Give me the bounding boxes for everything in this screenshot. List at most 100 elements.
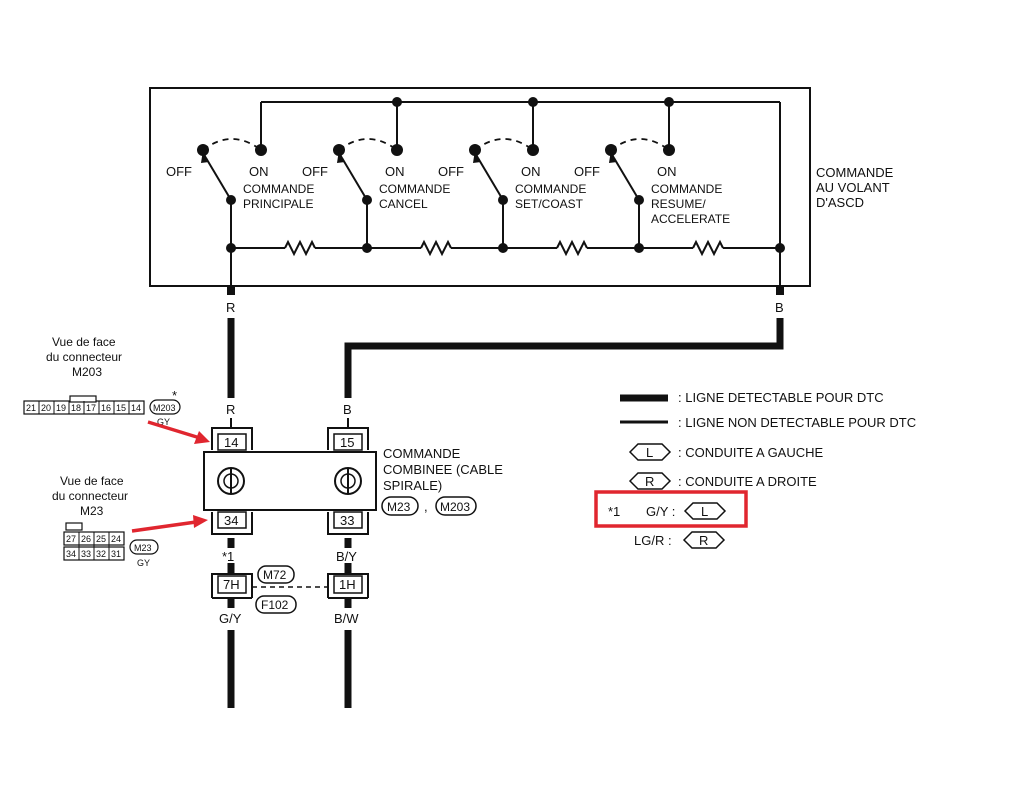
switch-3-name-1: COMMANDE [515,182,586,196]
gy-l-hex [683,502,727,520]
red-arrow-m203 [147,420,210,444]
m23-pin: 31 [111,549,121,559]
gy-label: G/Y : [646,504,675,519]
switch-4-name-3: ACCELERATE [651,212,730,226]
m23-tag: M23 [134,543,152,553]
m23-pin: 24 [111,534,121,544]
switch-1-name-2: PRINCIPALE [243,197,313,211]
pin-15-label: 15 [340,435,354,450]
pin-34-label: 34 [224,513,238,528]
lgr-label: LG/R : [634,533,672,548]
wire-b-label-top: B [775,300,784,315]
pin-7h [211,573,253,599]
switch-resume-accelerate [605,138,675,248]
m23-color: GY [137,558,150,568]
off-label-4: OFF [574,164,600,179]
tag-f102: F102 [261,598,289,612]
on-label-2: ON [385,164,405,179]
m23-tag-pill [129,539,159,555]
pin-15 [327,427,369,451]
m23-pin: 32 [96,549,106,559]
off-label-1: OFF [166,164,192,179]
wire-r-label: R [226,402,235,417]
switch-4-name-2: RESUME/ [651,197,706,211]
switch-principale [197,138,267,248]
m23-caption-3: M23 [80,504,104,518]
m23-pin: 25 [96,534,106,544]
tag-m72-pill [257,565,295,584]
m203-caption-2: du connecteur [46,350,122,364]
wire-r [227,287,235,398]
spiral-label-1: COMMANDE [383,446,461,461]
resistor-ladder [226,239,785,286]
legend-thin-text: : LIGNE NON DETECTABLE POUR DTC [678,415,916,430]
wire-r-label-top: R [226,300,235,315]
legend-r-desc: : CONDUITE A DROITE [678,474,817,489]
on-label-1: ON [249,164,269,179]
tag-m23: M23 [387,500,411,514]
wire-star1-label: *1 [222,549,234,564]
spiral-coil-right [334,467,362,495]
connector-m23-face [63,522,125,561]
pin-7h-label: 7H [223,577,240,592]
lgr-r-hex [682,531,726,549]
m203-pin: 20 [41,403,51,413]
wire-gy-label: G/Y [219,611,242,626]
m203-pin: 16 [101,403,111,413]
m203-pin: 15 [116,403,126,413]
m203-pin: 14 [131,403,141,413]
tag-f102-pill [255,595,297,614]
switch-3-name-2: SET/COAST [515,197,584,211]
pin-34 [211,511,253,535]
wire-b [344,287,784,398]
star1-label: *1 [608,504,620,519]
switch-unit-title-1: COMMANDE [816,165,894,180]
m203-color: GY [157,417,170,427]
pin-33-label: 33 [340,513,354,528]
pin-33 [327,511,369,535]
m203-caption-3: M203 [72,365,102,379]
off-label-3: OFF [438,164,464,179]
m203-pin: 18 [71,403,81,413]
m203-pin: 19 [56,403,66,413]
m203-pin: 21 [26,403,36,413]
pin-14 [211,427,253,451]
tag-m72: M72 [263,568,287,582]
wire-by-label: B/Y [336,549,357,564]
legend-thick-text: : LIGNE DETECTABLE POUR DTC [678,390,884,405]
m23-caption-2: du connecteur [52,489,128,503]
switch-cancel [333,138,403,248]
connector-m203-face [23,395,145,415]
on-label-3: ON [521,164,541,179]
legend-r-hex [628,472,672,490]
m23-pin: 27 [66,534,76,544]
wire-b-label: B [343,402,352,417]
switch-2-name-1: COMMANDE [379,182,450,196]
switch-4-name-1: COMMANDE [651,182,722,196]
m203-pin: 17 [86,403,96,413]
m203-star: * [172,388,177,403]
top-bus [260,97,781,248]
m23-pin: 26 [81,534,91,544]
lgr-r-symbol: R [699,533,708,548]
highlight-box [594,490,748,528]
wire-bw-label: B/W [334,611,359,626]
switch-set-coast [469,138,539,248]
tag-m23-pill [381,496,419,516]
legend-l-desc: : CONDUITE A GAUCHE [678,445,824,460]
switch-1-name-1: COMMANDE [243,182,314,196]
legend-l-hex [628,443,672,461]
switch-unit-title-3: D'ASCD [816,195,864,210]
spiral-label-2: COMBINEE (CABLE [383,462,503,477]
spiral-label-3: SPIRALE) [383,478,442,493]
switch-unit-box [149,87,811,287]
on-label-4: ON [657,164,677,179]
legend-r-symbol: R [645,474,654,489]
pin-14-label: 14 [224,435,238,450]
m203-tag: M203 [153,403,176,413]
m203-caption-1: Vue de face [52,335,116,349]
tag-m203: M203 [440,500,470,514]
m23-caption-1: Vue de face [60,474,124,488]
m23-pin: 33 [81,549,91,559]
